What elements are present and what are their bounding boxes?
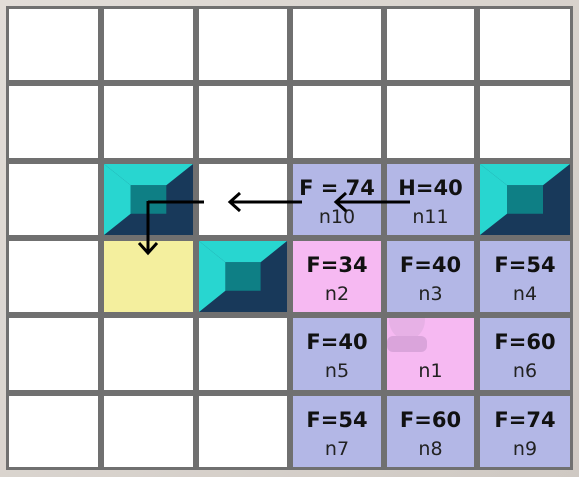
grid-cell-empty (6, 238, 101, 315)
grid-cell-empty (196, 83, 290, 161)
wall-cell (196, 238, 290, 315)
grid-cell-empty (290, 83, 384, 161)
grid-cell-empty (196, 161, 290, 238)
node-label: n4 (512, 283, 538, 305)
wall-cell (101, 161, 196, 238)
cell-score: H=40 (398, 176, 463, 200)
wall-block-icon (199, 241, 287, 312)
grid-cell-empty (196, 6, 290, 83)
node-label: n8 (418, 438, 443, 460)
grid-cell-empty (290, 6, 384, 83)
open-list-cell: H=40 n11 (384, 161, 477, 238)
node-label: n2 (324, 283, 350, 305)
grid-cell-empty (477, 6, 573, 83)
open-list-cell: F = 74 n10 (290, 161, 384, 238)
node-label: n7 (324, 438, 350, 460)
open-list-cell: F=54 n7 (290, 393, 384, 470)
node-label: n11 (412, 206, 449, 228)
target-cell (101, 238, 196, 315)
open-list-cell: F=54 n4 (477, 238, 573, 315)
cell-score: F=74 (494, 408, 556, 432)
wall-cell (477, 161, 573, 238)
grid-cell-empty (477, 83, 573, 161)
current-cell: n1 (384, 315, 477, 393)
open-list-cell: F=60 n6 (477, 315, 573, 393)
open-list-cell: F=74 n9 (477, 393, 573, 470)
grid-cell-empty (196, 393, 290, 470)
cell-score: F = 74 (299, 176, 375, 200)
node-label: n3 (418, 283, 443, 305)
cell-score: F=34 (306, 253, 368, 277)
grid-cell-empty (101, 315, 196, 393)
grid-cell-empty (101, 83, 196, 161)
grid-cell-empty (101, 393, 196, 470)
cell-score: F=60 (494, 330, 556, 354)
character-sprite-icon (387, 318, 427, 352)
grid-cell-empty (196, 315, 290, 393)
node-label: n1 (418, 360, 443, 382)
cell-score: F=60 (399, 408, 462, 432)
grid-cell-empty (6, 393, 101, 470)
node-label: n10 (318, 206, 356, 228)
grid-cell-empty (384, 83, 477, 161)
open-list-cell: F=40 n5 (290, 315, 384, 393)
grid-cell-empty (6, 83, 101, 161)
wall-block-icon (480, 164, 570, 235)
cell-score: F=40 (399, 253, 462, 277)
grid-cell-empty (6, 315, 101, 393)
open-list-cell: F=40 n3 (384, 238, 477, 315)
grid-cell-empty (6, 6, 101, 83)
node-label: n6 (512, 360, 538, 382)
grid-cell-empty (384, 6, 477, 83)
cell-score: F=40 (306, 330, 368, 354)
cell-score: F=54 (306, 408, 368, 432)
grid-cell-empty (101, 6, 196, 83)
wall-block-icon (104, 164, 193, 235)
node-label: n5 (324, 360, 350, 382)
cell-score: F=54 (494, 253, 556, 277)
current-cell: F=34 n2 (290, 238, 384, 315)
grid-cell-empty (6, 161, 101, 238)
node-label: n9 (512, 438, 538, 460)
open-list-cell: F=60 n8 (384, 393, 477, 470)
